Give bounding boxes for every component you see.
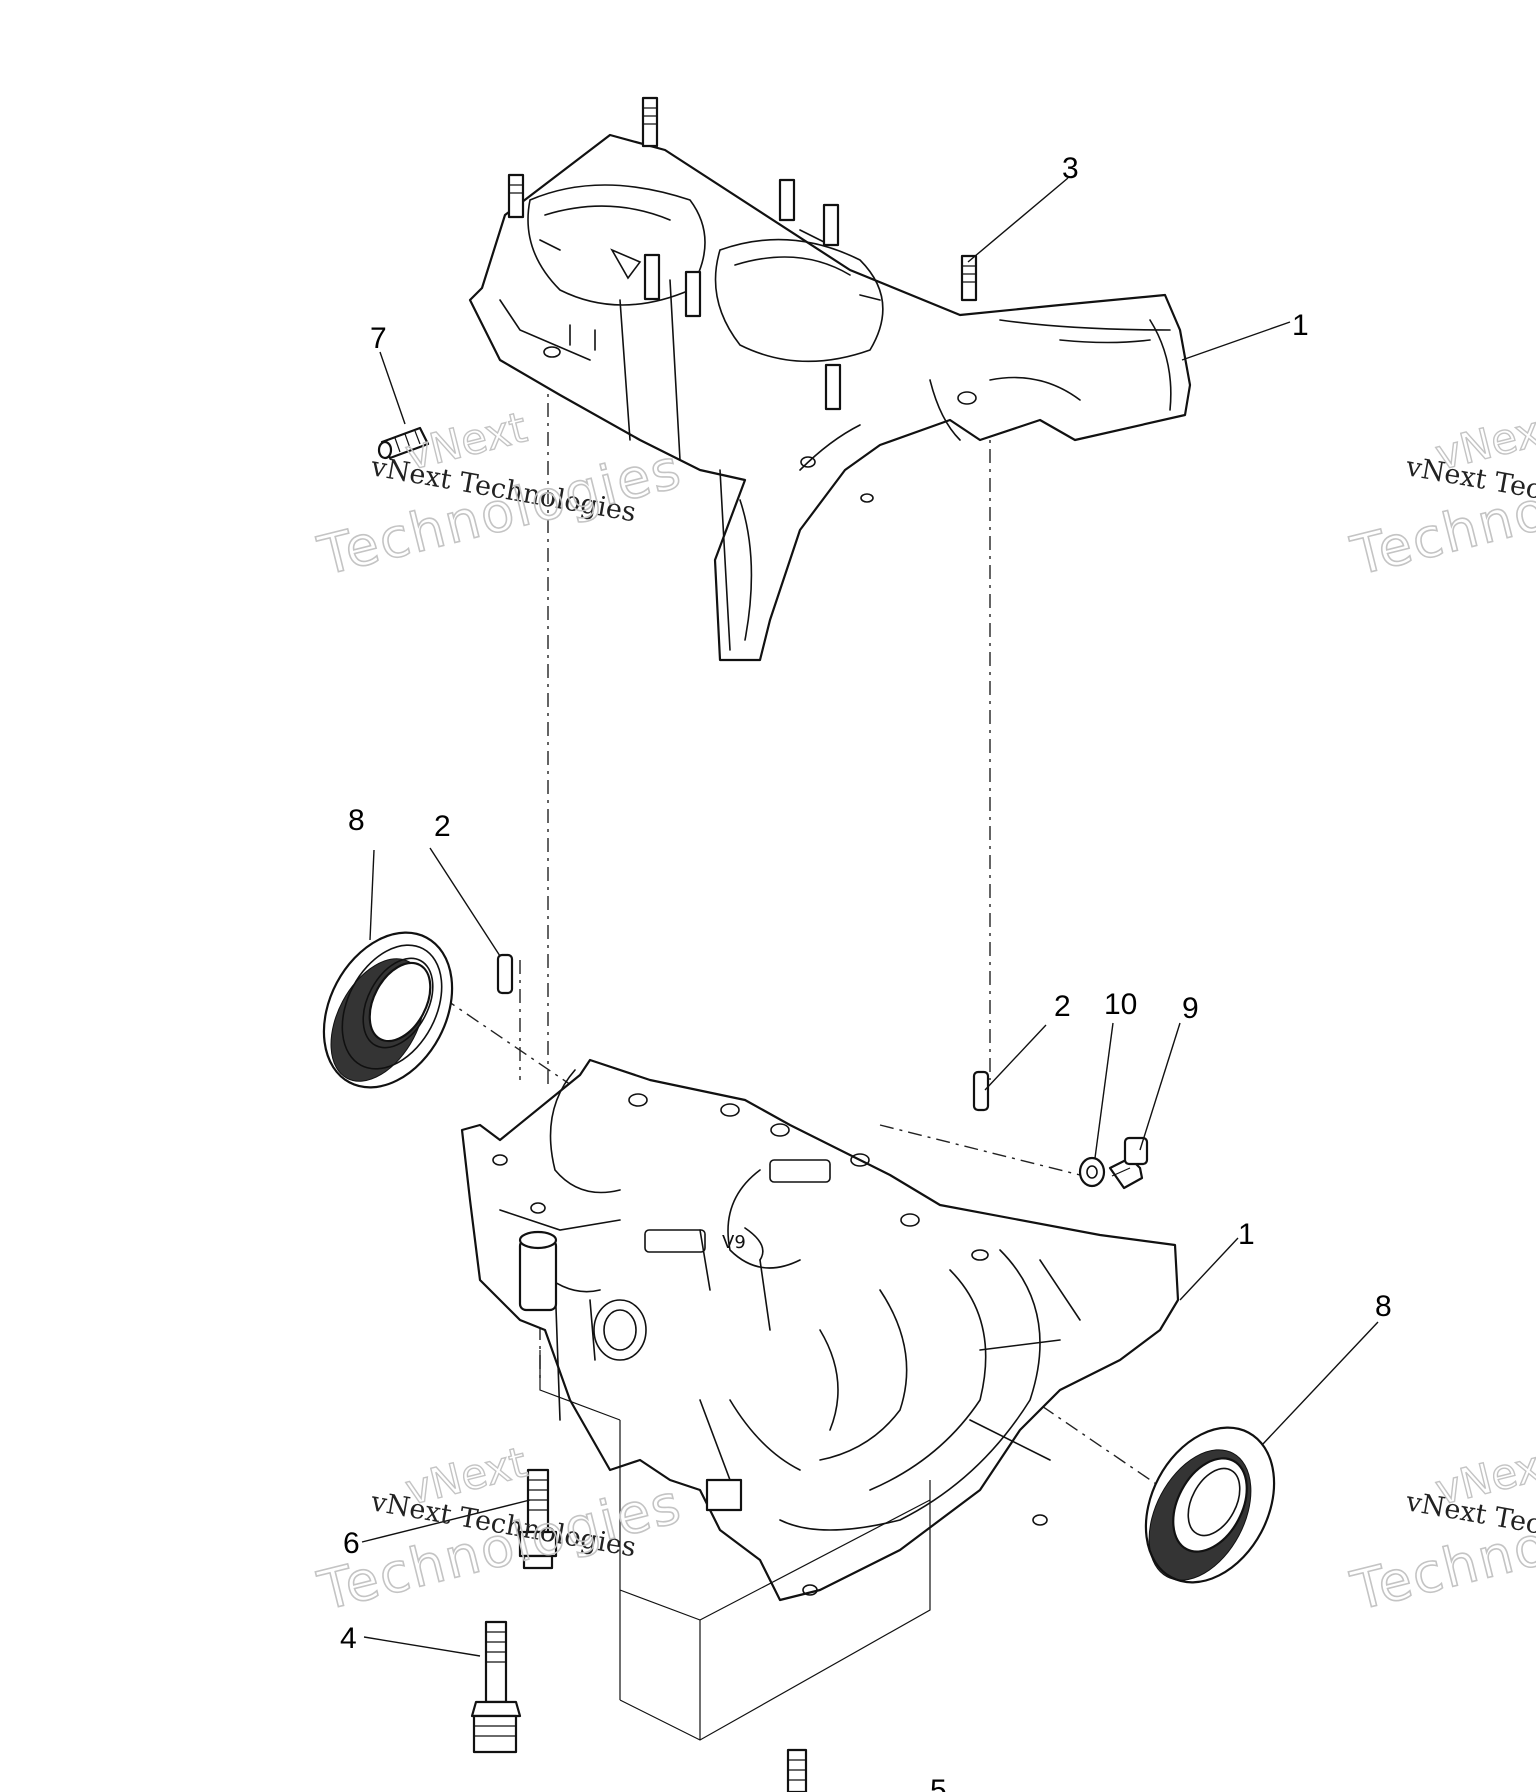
callout-labels: 1 1 2 2 3 4 5 6 7 8 8 9 10 — [340, 152, 1392, 1792]
callout-4: 4 — [340, 1622, 357, 1655]
callout-1-upper: 1 — [1292, 309, 1309, 342]
callout-3: 3 — [1062, 152, 1079, 185]
watermark-upper-right: vNext vNext Technologies Technologies — [1344, 402, 1536, 589]
callout-8-right: 8 — [1375, 1290, 1392, 1323]
callout-9: 9 — [1182, 992, 1199, 1025]
callout-1-lower: 1 — [1238, 1218, 1255, 1251]
bolt-item-6 — [518, 1468, 558, 1570]
callout-10: 10 — [1104, 988, 1137, 1021]
cylinder-studs — [507, 96, 978, 411]
callout-2-right: 2 — [1054, 990, 1071, 1023]
callout-6: 6 — [343, 1527, 360, 1560]
bolt-item-4 — [470, 1620, 522, 1754]
lower-crankcase-half: V9 — [460, 1058, 1180, 1602]
callout-7: 7 — [370, 322, 387, 355]
dowel-pin-left — [496, 953, 514, 995]
watermark-lower-left: vNext vNext Technologies Technologies — [311, 1437, 689, 1624]
callout-8-left: 8 — [348, 804, 365, 837]
washer-item-10 — [1078, 1156, 1106, 1188]
callout-5: 5 — [930, 1774, 947, 1792]
bolt-item-5 — [786, 1748, 808, 1792]
leader-lines — [361, 177, 1379, 1657]
oil-seal-right — [1144, 1426, 1276, 1584]
assembly-box-lines — [539, 1350, 931, 1741]
oil-seal-left — [322, 931, 454, 1089]
svg-text:V9: V9 — [722, 1232, 746, 1253]
watermark-lower-right: vNext vNext Technologies Technologies — [1344, 1437, 1536, 1624]
plug-screw-item-7 — [377, 426, 430, 460]
dowel-pin-right — [972, 1070, 990, 1112]
callout-2-left: 2 — [434, 810, 451, 843]
